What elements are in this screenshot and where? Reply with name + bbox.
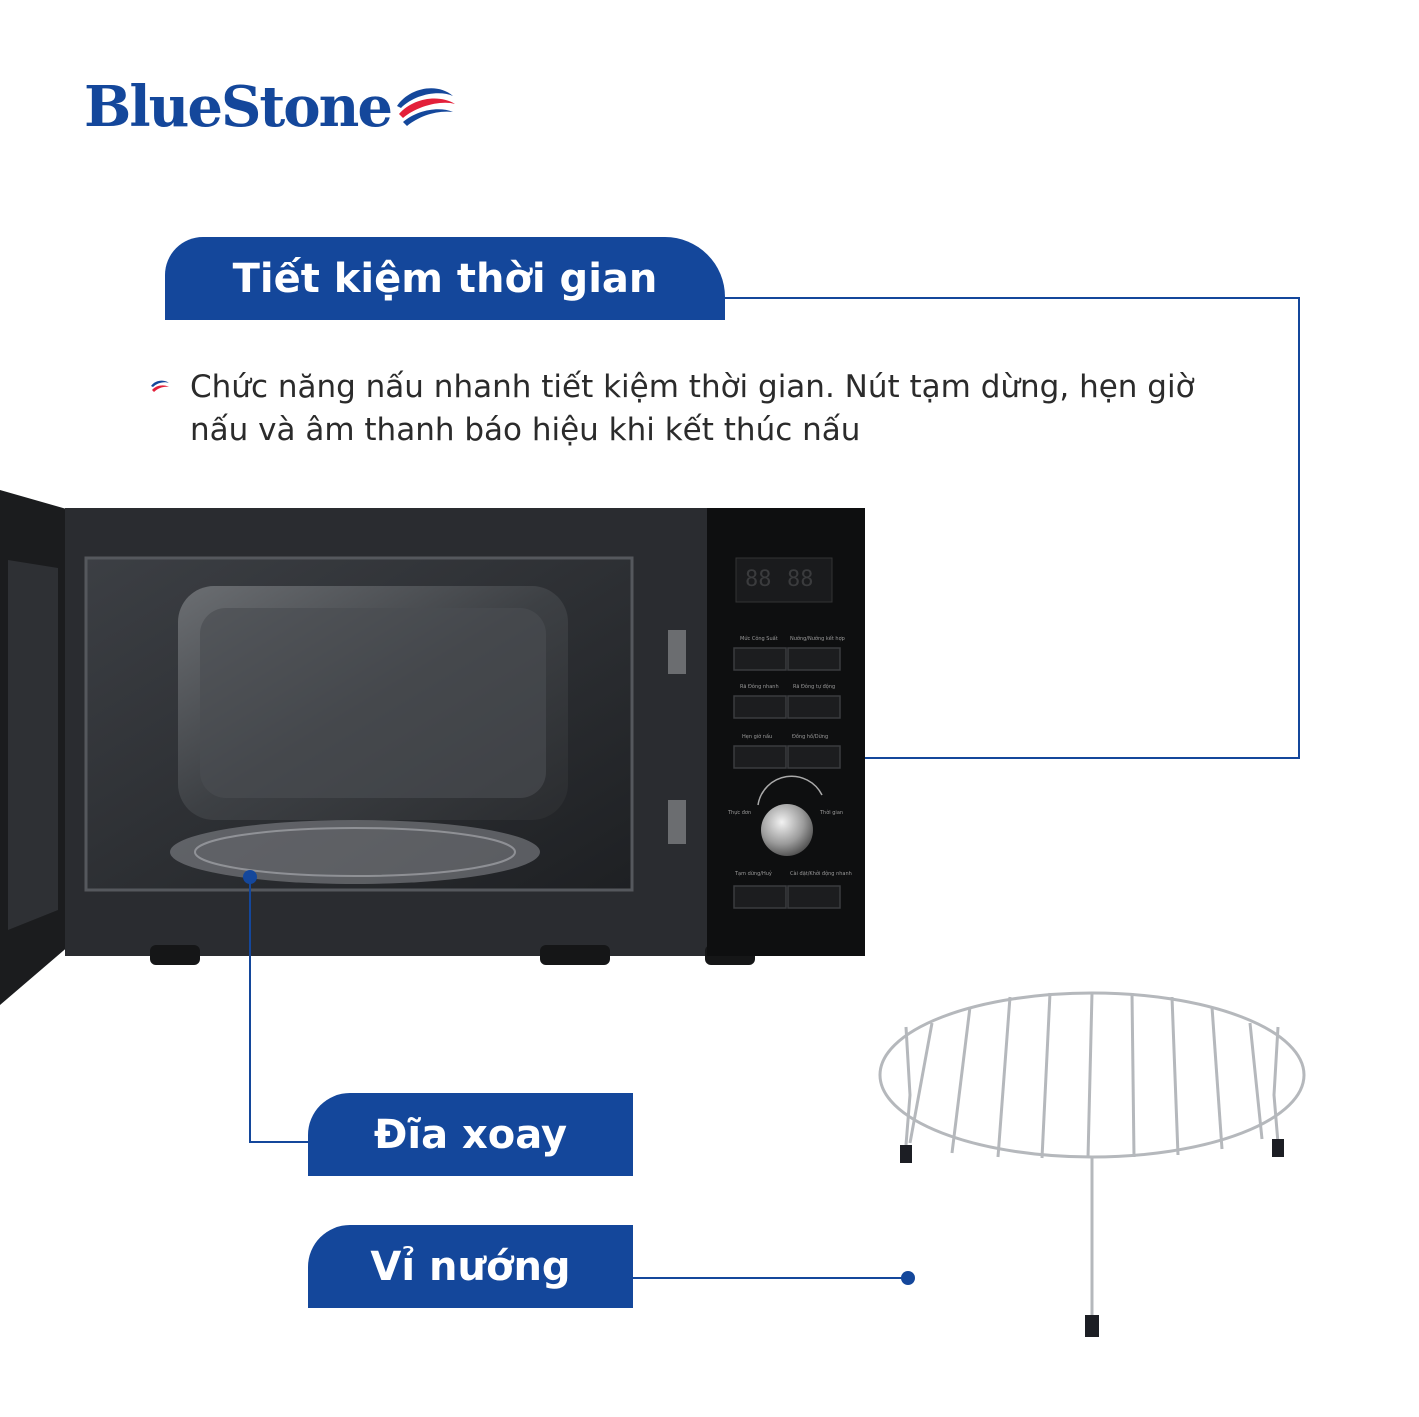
grill-rack-label: Vỉ nướng	[308, 1225, 633, 1308]
connector-line-rack	[633, 1277, 907, 1279]
connector-line-panel	[800, 757, 1300, 759]
display-left-digits: 88	[745, 567, 772, 592]
feature-description: Chức năng nấu nhanh tiết kiệm thời gian.…	[190, 369, 1195, 448]
panel-label-defrost-quick: Rã Đông nhanh	[740, 683, 779, 690]
display-right-digits: 88	[787, 567, 814, 592]
brand-name: BlueStone	[84, 74, 393, 140]
turntable-label: Đĩa xoay	[308, 1093, 633, 1176]
connector-line-top	[725, 297, 1300, 299]
brand-logo: BlueStone	[84, 72, 457, 142]
panel-label-defrost-auto: Rã Đông tự động	[793, 683, 835, 690]
panel-label-start: Cài đặt/Khởi động nhanh	[790, 870, 852, 877]
bullet-logo-icon	[151, 380, 169, 392]
connector-dot-rack	[901, 1271, 915, 1285]
panel-label-power: Mức Công Suất	[740, 635, 778, 642]
connector-line-turntable-vertical	[249, 877, 251, 1143]
panel-label-pause: Tạm dừng/Huỷ	[734, 870, 772, 877]
knob-label-menu: Thực đơn	[727, 810, 751, 816]
knob-icon	[761, 804, 813, 856]
panel-label-timer: Hẹn giờ nấu	[742, 733, 772, 740]
microwave-image: 88 88 Mức Công Suất Nướng/Nướng kết hợp …	[0, 490, 865, 1005]
knob-label-time: Thời gian	[819, 809, 843, 816]
grill-rack-image	[878, 991, 1306, 1337]
connector-line-right	[1298, 297, 1300, 759]
feature-headline: Tiết kiệm thời gian	[165, 237, 725, 320]
panel-label-clock: Đồng hồ/Dừng	[792, 732, 828, 740]
bluestone-logo-icon	[396, 88, 455, 126]
panel-label-grill: Nướng/Nướng kết hợp	[790, 635, 845, 642]
connector-line-turntable-horizontal	[249, 1141, 309, 1143]
